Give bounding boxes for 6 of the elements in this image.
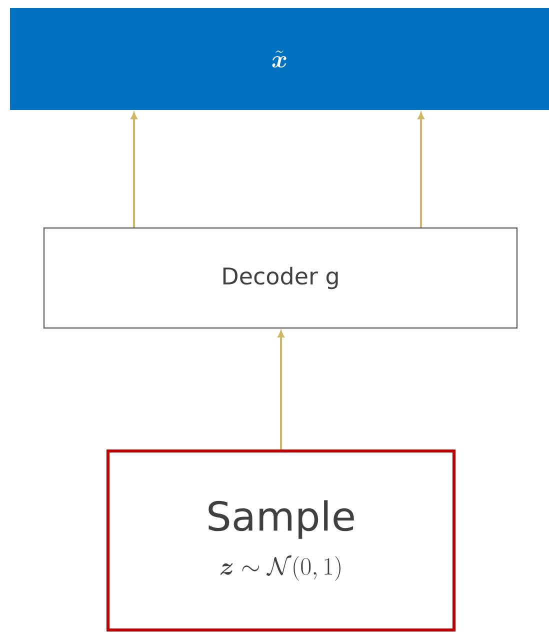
arrow	[418, 112, 424, 228]
arrow	[130, 112, 138, 228]
decoder-box: Decoder g	[44, 228, 518, 328]
arrow	[278, 330, 284, 450]
output-bar: $\tilde{\boldsymbol{x}}$	[10, 8, 549, 110]
sample-box: Sample $\boldsymbol{z}\sim\mathcal{N}(0,1)$	[106, 450, 456, 632]
